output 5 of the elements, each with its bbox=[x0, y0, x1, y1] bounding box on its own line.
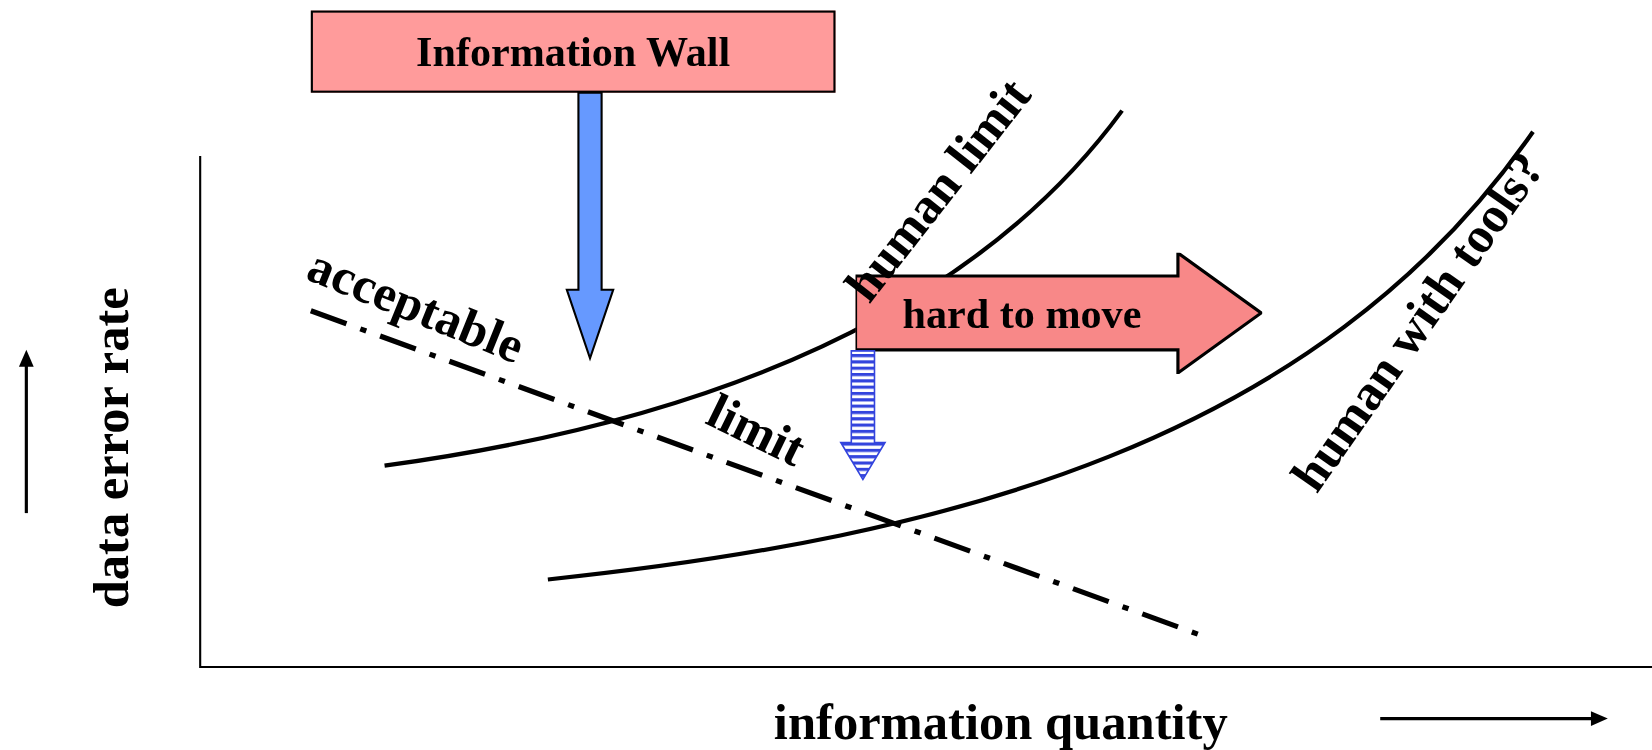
line-label: limit bbox=[699, 385, 813, 475]
block-arrow-down bbox=[565, 91, 615, 362]
title-box: Information Wall bbox=[310, 10, 836, 93]
axis-label: data error rate bbox=[85, 287, 136, 609]
block-arrow-down bbox=[839, 350, 887, 481]
